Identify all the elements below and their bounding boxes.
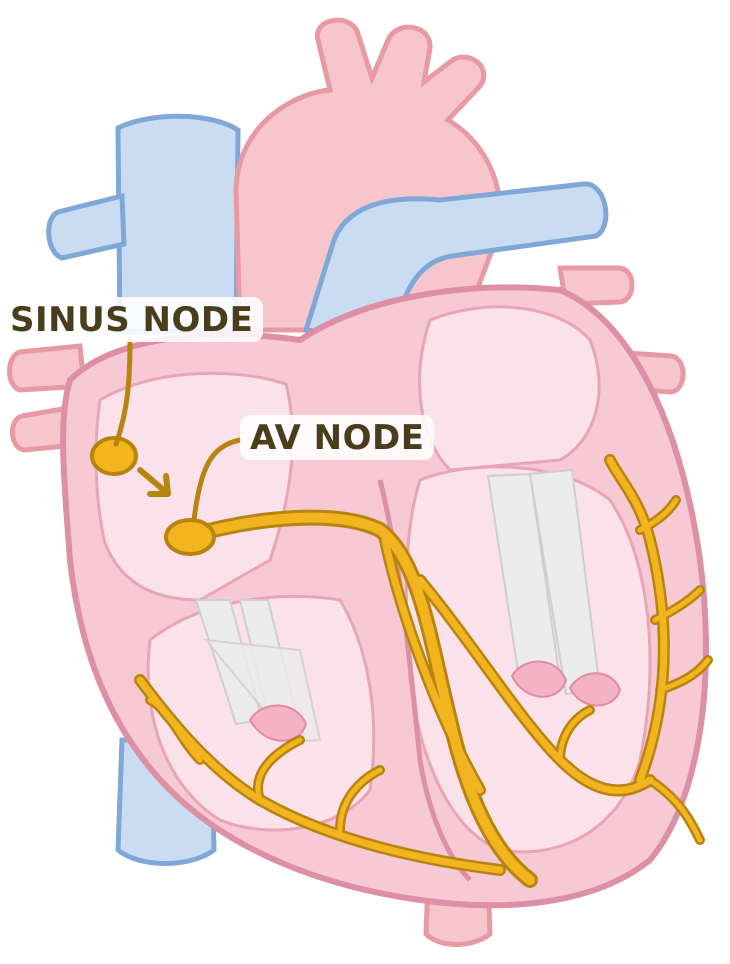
- av-node: [166, 520, 214, 554]
- brachiocephalic-vein: [49, 196, 124, 258]
- av-node-label-text: AV NODE: [250, 418, 424, 458]
- sinus-node-label-text: SINUS NODE: [10, 300, 253, 340]
- sinus-node-label: SINUS NODE: [0, 297, 263, 342]
- left-atrium: [420, 307, 600, 470]
- av-node-label: AV NODE: [240, 415, 434, 460]
